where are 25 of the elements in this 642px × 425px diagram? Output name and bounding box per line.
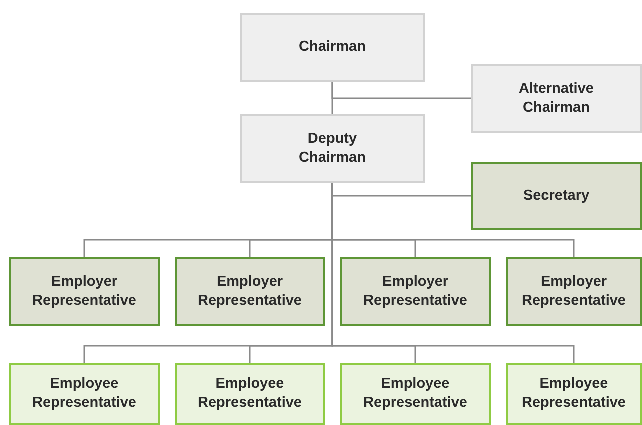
role-title: Employer Representative (521, 272, 627, 310)
role-title: Employee Representative (197, 375, 303, 413)
role-box (175, 363, 325, 425)
role-title: Employer Representative (32, 272, 138, 310)
role-box (506, 257, 642, 326)
role-box (9, 257, 160, 326)
role-title: Employee Representative (32, 375, 138, 413)
role-box (506, 363, 642, 425)
role-title: Employer Representative (362, 272, 468, 310)
role-box (340, 363, 491, 425)
role-title: Employee Representative (362, 375, 468, 413)
role-box (175, 257, 325, 326)
role-title: Employer Representative (197, 272, 303, 310)
role-title: Alternative Chairman (518, 80, 595, 118)
role-box (340, 257, 491, 326)
role-title: Secretary (523, 186, 590, 206)
role-title: Deputy Chairman (298, 130, 367, 168)
role-box (240, 13, 425, 82)
role-title: Employee Representative (521, 375, 627, 413)
connector-line (332, 82, 471, 100)
secretary-box (471, 162, 642, 230)
role-box (471, 64, 642, 133)
role-box (9, 363, 160, 425)
role-title: Chairman (299, 38, 366, 57)
role-box (240, 114, 425, 183)
